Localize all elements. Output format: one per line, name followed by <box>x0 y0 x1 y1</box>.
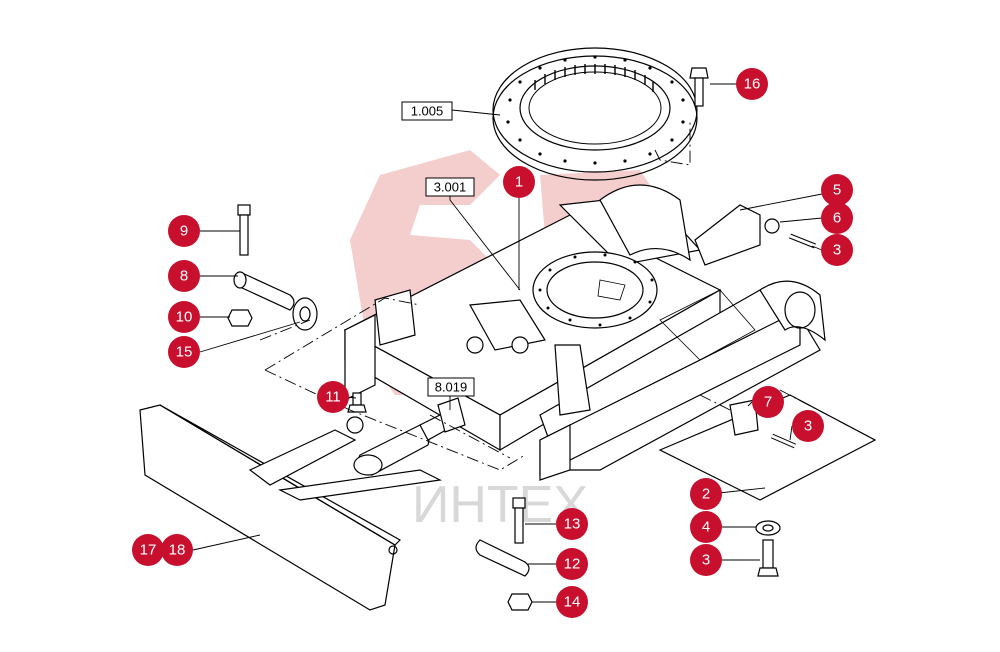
svg-text:12: 12 <box>564 556 581 573</box>
callout-17: 17 <box>132 534 164 566</box>
callout-9: 9 <box>168 215 200 247</box>
svg-text:11: 11 <box>325 389 341 406</box>
callout-3: 3 <box>821 234 853 266</box>
svg-text:8: 8 <box>180 268 188 285</box>
svg-text:7: 7 <box>764 394 772 411</box>
ref-label: 8.019 <box>435 380 468 395</box>
ref-label: 1.005 <box>411 104 444 119</box>
svg-text:18: 18 <box>169 542 186 559</box>
cover-plate-group <box>694 204 816 266</box>
callout-13: 13 <box>556 508 588 540</box>
callout-15: 15 <box>168 336 200 368</box>
callout-11: 11 <box>317 381 349 413</box>
pin-group-bottom <box>475 497 533 611</box>
callout-14: 14 <box>556 586 588 618</box>
svg-text:10: 10 <box>176 309 193 326</box>
svg-text:3: 3 <box>702 552 710 569</box>
svg-text:17: 17 <box>140 542 157 559</box>
blade-cylinder <box>353 397 466 476</box>
callout-10: 10 <box>168 301 200 333</box>
svg-text:1: 1 <box>515 174 523 191</box>
callout-5: 5 <box>821 174 853 206</box>
pin-group-left <box>227 204 318 331</box>
svg-text:13: 13 <box>564 516 581 533</box>
dozer-blade <box>139 404 442 611</box>
svg-text:4: 4 <box>702 519 710 536</box>
bracket-group <box>729 399 796 449</box>
svg-text:6: 6 <box>833 210 841 227</box>
assembly-lines <box>259 120 876 471</box>
svg-text:15: 15 <box>176 344 193 361</box>
svg-text:9: 9 <box>180 223 188 240</box>
callout-8: 8 <box>168 260 200 292</box>
callout-18: 18 <box>161 534 193 566</box>
callout-12: 12 <box>556 548 588 580</box>
callout-16: 16 <box>736 68 768 100</box>
callout-7: 7 <box>752 386 784 418</box>
callout-3: 3 <box>792 410 824 442</box>
svg-text:2: 2 <box>702 486 710 503</box>
callout-3: 3 <box>690 544 722 576</box>
ref-box-8019: 8.019 <box>427 377 475 397</box>
ref-label: 3.001 <box>434 180 467 195</box>
ref-box-1005: 1.005 <box>401 101 453 121</box>
svg-text:16: 16 <box>744 76 761 93</box>
callout-1: 1 <box>503 166 535 198</box>
washer-bolt-group <box>755 520 781 577</box>
leader-lines <box>192 83 823 603</box>
ref-box-3001: 3.001 <box>425 177 475 197</box>
svg-text:3: 3 <box>833 242 841 259</box>
slewing-ring <box>492 47 698 181</box>
bolt-16 <box>689 67 709 107</box>
svg-text:5: 5 <box>833 182 841 199</box>
callout-6: 6 <box>821 202 853 234</box>
callout-4: 4 <box>690 511 722 543</box>
svg-text:3: 3 <box>804 418 812 435</box>
svg-text:14: 14 <box>564 594 581 611</box>
callout-2: 2 <box>690 478 722 510</box>
